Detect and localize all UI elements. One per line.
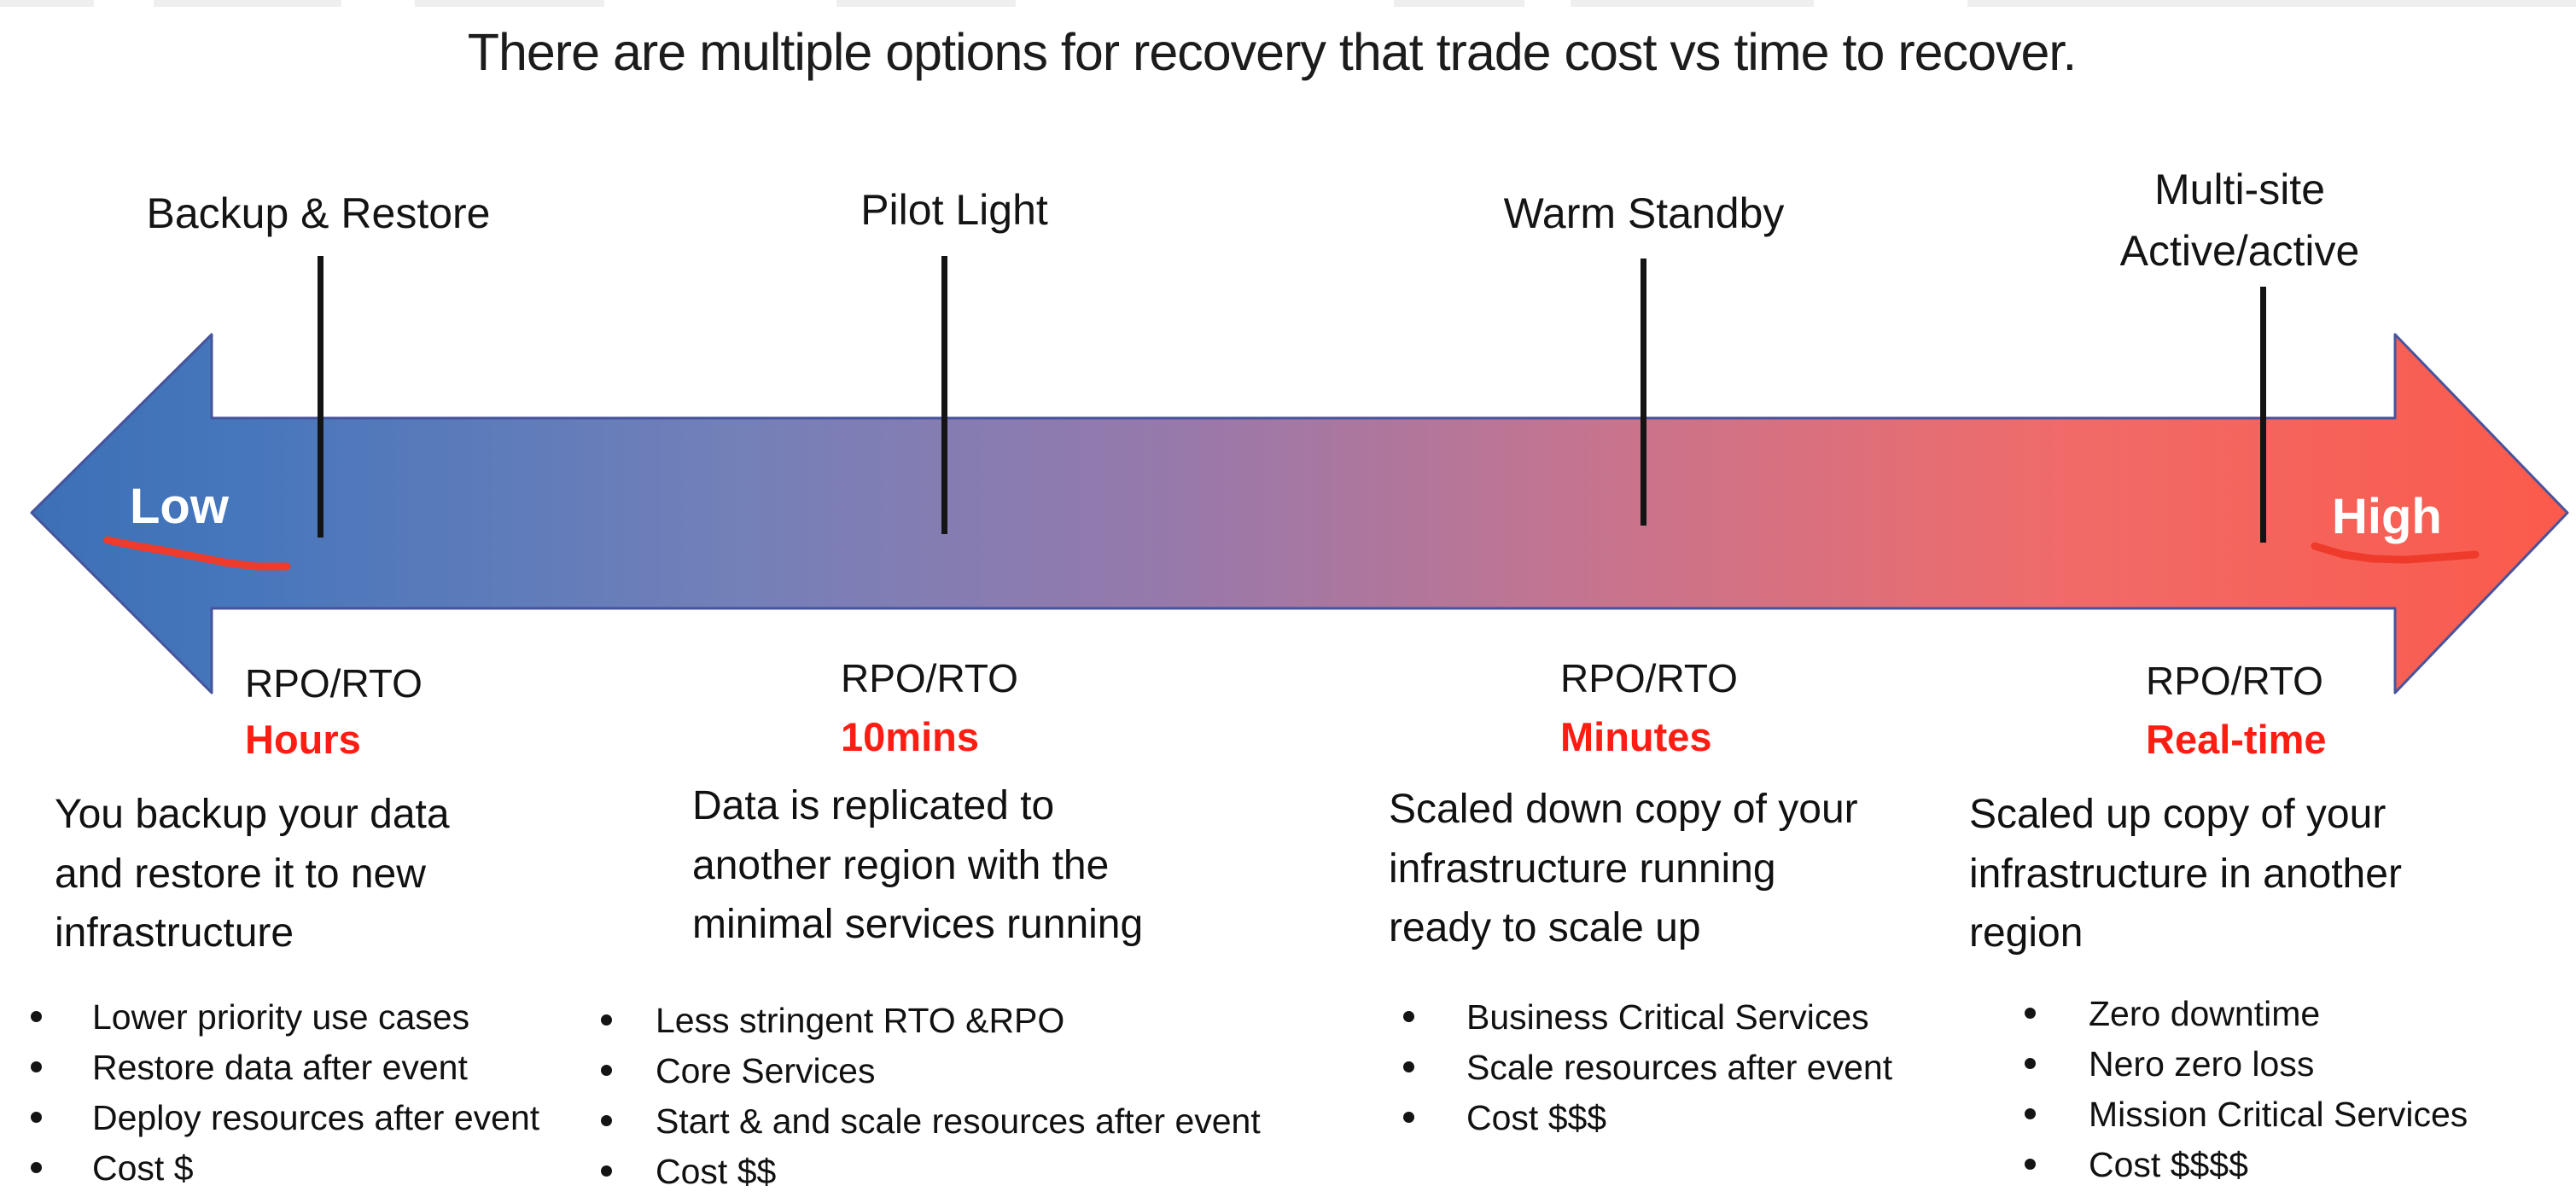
tick-multi-site: [2260, 287, 2266, 543]
option-label-multi-site: Multi-site Active/active: [2119, 166, 2360, 275]
option-label-pilot-light: Pilot Light: [860, 186, 1048, 234]
bullet-item: Cost $$$: [1403, 1101, 2035, 1136]
description-warm-standby: Scaled down copy of your infrastructure …: [1389, 787, 1858, 951]
rpo-label-backup-restore: RPO/RTO: [245, 661, 423, 706]
description-backup-restore: You backup your data and restore it to n…: [55, 792, 450, 956]
rpo-value-10mins: 10mins: [841, 714, 979, 759]
bullet-list-warm-standby: Business Critical Services Scale resourc…: [1403, 1000, 2035, 1151]
bullet-item: Deploy resources after event: [31, 1101, 628, 1136]
top-crop-artifact: [0, 0, 94, 7]
option-label-backup-restore: Backup & Restore: [146, 189, 491, 237]
top-crop-artifact: [1571, 0, 1814, 7]
rpo-label-multi-site: RPO/RTO: [2146, 659, 2323, 703]
tick-backup-restore: [318, 256, 323, 538]
high-underline-scribble: [2311, 542, 2480, 564]
top-crop-artifact: [1394, 0, 1524, 7]
bullet-item: Business Critical Services: [1403, 1000, 2035, 1035]
description-pilot-light: Data is replicated to another region wit…: [692, 783, 1144, 948]
axis-low-label: Low: [130, 479, 229, 534]
top-crop-artifact: [836, 0, 1016, 7]
double-arrow-shape: [30, 333, 2569, 694]
rpo-label-pilot-light: RPO/RTO: [841, 656, 1018, 700]
tick-pilot-light: [941, 256, 947, 534]
bullet-item: Mission Critical Services: [2025, 1097, 2571, 1132]
option-label-warm-standby: Warm Standby: [1503, 189, 1785, 237]
top-crop-artifact: [415, 0, 604, 7]
rpo-value-hours: Hours: [245, 717, 361, 762]
bullet-item: Restore data after event: [31, 1050, 628, 1085]
bullet-item: Scale resources after event: [1403, 1050, 2035, 1085]
bullet-item: Cost $$: [601, 1154, 1352, 1189]
bullet-item: Core Services: [601, 1054, 1352, 1089]
rpo-value-realtime: Real-time: [2146, 717, 2327, 762]
description-multi-site: Scaled up copy of your infrastructure in…: [1969, 792, 2402, 956]
rpo-value-minutes: Minutes: [1560, 714, 1712, 759]
bullet-item: Lower priority use cases: [31, 1000, 628, 1035]
page-title: There are multiple options for recovery …: [467, 23, 2078, 81]
bullet-item: Cost $: [31, 1151, 628, 1186]
bullet-item: Start & and scale resources after event: [601, 1104, 1352, 1139]
bullet-list-pilot-light: Less stringent RTO &RPO Core Services St…: [601, 1003, 1352, 1203]
bullet-item: Nero zero loss: [2025, 1047, 2571, 1082]
axis-high-label: High: [2332, 489, 2442, 544]
bullet-item: Cost $$$$: [2025, 1148, 2571, 1183]
bullet-item: Zero downtime: [2025, 997, 2571, 1032]
bullet-list-backup-restore: Lower priority use cases Restore data af…: [31, 1000, 628, 1201]
rpo-label-warm-standby: RPO/RTO: [1560, 656, 1738, 700]
bullet-list-multi-site: Zero downtime Nero zero loss Mission Cri…: [2025, 997, 2571, 1198]
bullet-item: Less stringent RTO &RPO: [601, 1003, 1352, 1038]
top-crop-artifact: [154, 0, 341, 7]
top-crop-artifact: [1967, 0, 2576, 7]
tick-warm-standby: [1641, 259, 1646, 526]
low-underline-scribble: [103, 536, 291, 571]
